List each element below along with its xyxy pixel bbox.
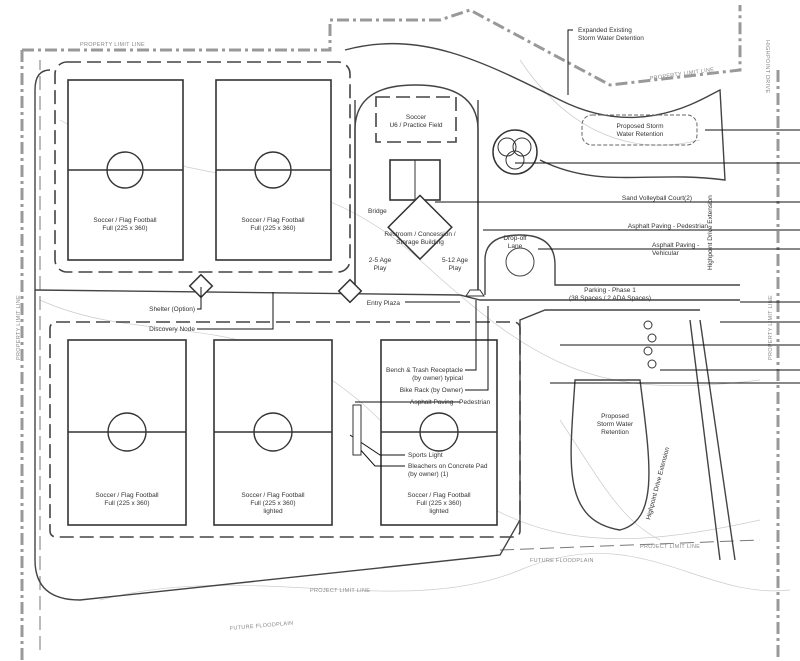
asphalt-vehicular-label: Vehicular (652, 250, 680, 257)
play-2-5-label: 2-5 Age (369, 257, 392, 264)
project-limit-line (39, 60, 761, 650)
bench-trash-label: Bench & Trash Receptacle (386, 367, 463, 374)
u6-label: Soccer (406, 114, 427, 121)
bleachers-label: (by owner) (1) (408, 471, 448, 478)
leader-line (567, 29, 573, 95)
field-markings (68, 151, 497, 452)
retention-top-label: Water Retention (617, 131, 664, 138)
u6-practice-field (375, 96, 457, 143)
parking-label: (38 Spaces / 2 ADA Spaces) (569, 295, 651, 302)
u6-loop (354, 84, 479, 290)
play-5-12-label: 5-12 Age (442, 257, 468, 264)
tree-cluster (643, 320, 657, 369)
field-2-label: Soccer / Flag Football (241, 217, 305, 224)
perimeter-walking-path (34, 69, 700, 601)
field-3-size: Full (225 x 360) (104, 500, 149, 507)
shelter-icon (188, 273, 214, 299)
retention-bottom-label: Proposed (601, 413, 629, 420)
upper-fields-boundary (54, 61, 351, 273)
discovery-node-label: Discovery Node (149, 326, 195, 333)
bridge-label: Bridge (368, 208, 387, 215)
property-limit-text: PROPERTY LIMIT LINE (768, 295, 774, 360)
field-4-note: lighted (263, 508, 283, 515)
restroom-label: Storage Building (396, 239, 444, 246)
field-5-label: Soccer / Flag Football (407, 492, 471, 499)
retention-bottom-label: Retention (601, 429, 629, 436)
dropoff-lane (484, 234, 740, 295)
restroom-label: Restroom / Concession / (384, 231, 455, 238)
retention-top-label: Proposed Storm (617, 123, 664, 130)
bike-rack-label: Bike Rack (by Owner) (400, 387, 463, 394)
highpoint-drive-text: HIGHPOINT DRIVE (764, 40, 770, 93)
field-5-note: lighted (429, 508, 449, 515)
leader-line (435, 129, 800, 384)
leader-line (197, 287, 489, 467)
asphalt-pedestrian-label: Asphalt Paving - Pedestrian (628, 223, 709, 230)
lower-fields-boundary (49, 321, 521, 538)
field-4-size: Full (225 x 360) (250, 500, 295, 507)
expanded-detention-label: Expanded Existing (578, 27, 632, 34)
field-1-label: Soccer / Flag Football (93, 217, 157, 224)
field-1-size: Full (225 x 360) (102, 225, 147, 232)
play-5-12-label: Play (449, 265, 462, 272)
field-3-label: Soccer / Flag Football (95, 492, 159, 499)
play-2-5-label: Play (374, 265, 387, 272)
expanded-detention-label: Storm Water Detention (578, 35, 644, 42)
property-limit-text: PROPERTY LIMIT LINE (16, 295, 22, 360)
bleachers-label: Bleachers on Concrete Pad (408, 463, 488, 470)
sand-volleyball-label: Sand Volleyball Court(2) (622, 195, 692, 202)
field-4-label: Soccer / Flag Football (241, 492, 305, 499)
highpoint-road (689, 319, 736, 561)
shelter-icon (337, 278, 363, 304)
parking-label: Parking - Phase 1 (584, 287, 636, 294)
bleachers-icon (352, 404, 362, 456)
bench-trash-label: (by owner) typical (412, 375, 463, 382)
retention-bottom-label: Storm Water (597, 421, 634, 428)
field-2-size: Full (225 x 360) (250, 225, 295, 232)
property-limit-text: PROPERTY LIMIT LINE (649, 67, 714, 82)
property-limit-text: PROPERTY LIMIT LINE (80, 42, 145, 48)
dropoff-island (505, 247, 535, 277)
sports-light-label: Sports Light (408, 452, 443, 459)
entry-plaza-label: Entry Plaza (367, 300, 401, 307)
asphalt-vehicular-label: Asphalt Paving - (652, 242, 699, 249)
highpoint-extension-label: Highpoint Drive Extension (707, 195, 714, 270)
project-limit-text: PROJECT LIMIT LINE (310, 588, 370, 594)
entry-plaza-icon (465, 289, 485, 297)
shelter-label: Shelter (Option) (149, 306, 195, 313)
restroom-building (387, 194, 453, 261)
storm-water-edge (344, 43, 726, 181)
retention-pond-bottom (570, 379, 650, 531)
dropoff-label: Drop-off (503, 235, 527, 242)
playground-circle-icon (492, 129, 538, 175)
project-limit-text: PROJECT LIMIT LINE (640, 544, 700, 550)
u6-label: U6 / Practice Field (389, 122, 442, 129)
future-floodplain-text: FUTURE FLOODPLAIN (230, 620, 294, 632)
future-floodplain-text: FUTURE FLOODPLAIN (530, 558, 594, 564)
retention-pond-top (581, 114, 698, 146)
asphalt-pedestrian-label-2: Asphalt Paving - Pedestrian (410, 399, 491, 406)
property-limit-line (22, 5, 742, 87)
dropoff-label: Lane (508, 243, 523, 250)
field-5-size: Full (225 x 360) (416, 500, 461, 507)
